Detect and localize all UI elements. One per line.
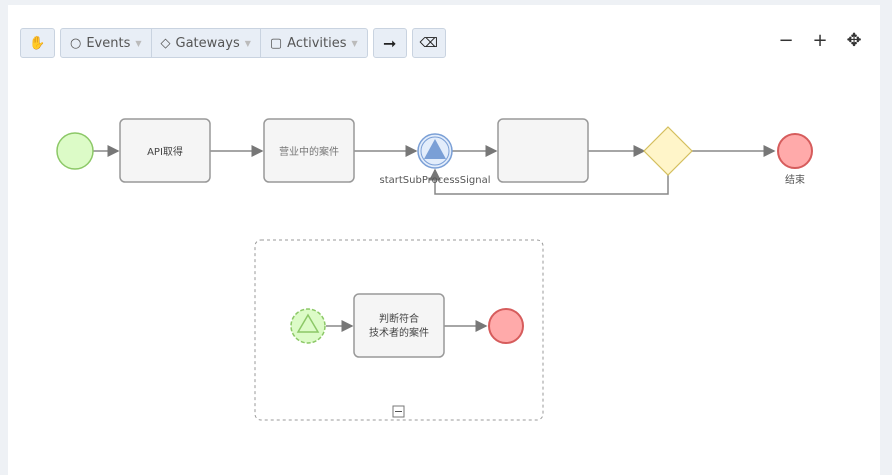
task-judge-label-1: 判断符合 [379,312,419,325]
square-icon: ▢ [269,35,283,51]
task-judge[interactable] [353,293,445,358]
arrow-right-icon: ➞ [382,33,397,53]
start-event[interactable] [56,132,94,170]
diamond-icon: ◇ [160,35,171,51]
task-business[interactable] [263,118,355,183]
eraser-tool-button[interactable]: ⌫ [411,28,446,58]
loop-flow[interactable] [429,168,669,195]
task-api-label: API取得 [147,146,183,158]
zoom-in-button[interactable]: + [812,30,828,51]
gateways-dropdown[interactable]: ◇Gateways ▼ [152,29,261,57]
palette-group: ○Events ▼ ◇Gateways ▼ ▢Activities ▼ [60,28,368,58]
connect-tool-button[interactable]: ➞ [372,28,407,58]
end-event-label: 结束 [785,173,805,186]
hand-tool-button[interactable]: ✋ [20,28,55,58]
events-dropdown[interactable]: ○Events ▼ [61,29,152,57]
task-judge-label-2: 技术者的案件 [369,326,429,339]
activities-label: Activities [287,35,347,51]
subprocess[interactable] [254,239,544,421]
eraser-icon: ⌫ [419,35,438,51]
fit-view-button[interactable]: ✥ [846,30,862,51]
task-empty[interactable] [497,118,589,183]
gateway[interactable] [643,126,693,176]
caret-icon: ▼ [244,38,251,48]
task-business-label: 营业中的案件 [279,145,339,158]
events-label: Events [86,35,131,51]
end-event[interactable] [777,133,813,169]
signal-icon [424,139,446,159]
caret-icon: ▼ [135,38,142,48]
gateways-label: Gateways [175,35,240,51]
zoom-controls: − + ✥ [778,30,862,51]
task-api[interactable] [119,118,211,183]
zoom-out-button[interactable]: − [778,30,794,51]
signal-icon [296,313,320,333]
activities-dropdown[interactable]: ▢Activities ▼ [261,29,367,57]
caret-icon: ▼ [351,38,358,48]
signal-start-event[interactable] [290,308,326,344]
hand-icon: ✋ [29,35,46,51]
toolbar: ✋ ○Events ▼ ◇Gateways ▼ ▢Activities ▼ ➞ ⌫ [20,28,446,58]
circle-icon: ○ [70,35,82,51]
signal-event-label: startSubProcessSignal [380,175,491,186]
sub-end-event[interactable] [488,308,524,344]
